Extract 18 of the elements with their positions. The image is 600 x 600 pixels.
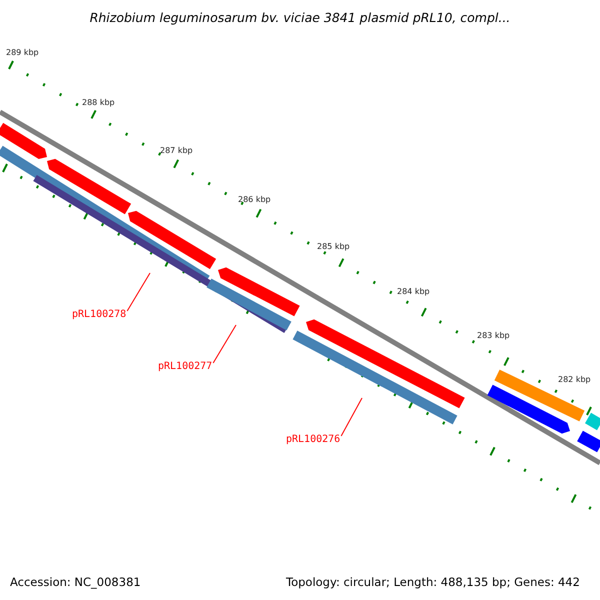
tick-label: 288 kbp <box>82 98 115 107</box>
title: Rhizobium leguminosarum bv. viciae 3841 plasmid pRL10, compl... <box>88 10 512 25</box>
tick-label: 285 kbp <box>317 242 350 251</box>
gene-arrow <box>292 330 458 424</box>
tick-label: 289 kbp <box>6 48 39 57</box>
tick-label: 287 kbp <box>160 146 193 155</box>
leader-line <box>126 272 150 312</box>
tick-label: 282 kbp <box>558 375 591 384</box>
tick-label: 284 kbp <box>397 287 430 296</box>
gene-label: pRL100278 <box>72 309 126 320</box>
tick-label: 286 kbp <box>238 195 271 204</box>
leader-line <box>212 324 236 364</box>
footer-text: Accession: NC_008381 <box>10 575 141 589</box>
leader-line <box>340 398 362 436</box>
gene-label: pRL100277 <box>158 361 212 372</box>
tick-label: 283 kbp <box>477 331 510 340</box>
gene-label: pRL100276 <box>286 434 340 445</box>
footer-text: Topology: circular; Length: 488,135 bp; Genes: 442 <box>286 575 580 589</box>
